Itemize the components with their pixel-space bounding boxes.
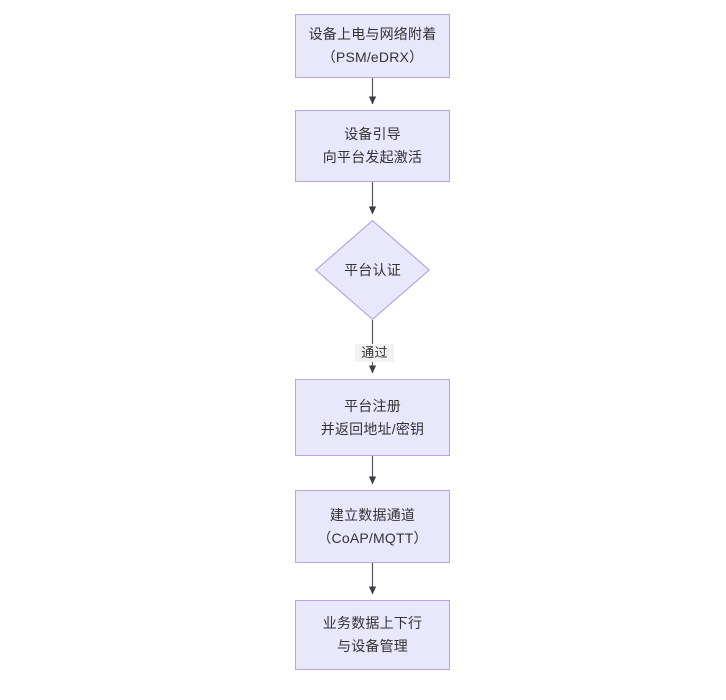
node-device-power-on[interactable]: 设备上电与网络附着 （PSM/eDRX） <box>295 14 450 78</box>
node-line: 建立数据通道 <box>329 506 416 523</box>
node-line: 平台注册 <box>344 397 401 414</box>
node-device-bootstrap[interactable]: 设备引导 向平台发起激活 <box>295 110 450 182</box>
node-line: 设备引导 <box>344 126 401 142</box>
node-line: （PSM/eDRX） <box>321 49 424 65</box>
node-data-channel[interactable]: 建立数据通道 （CoAP/MQTT） <box>295 490 450 563</box>
node-line: 平台认证 <box>344 261 401 278</box>
node-line: 与设备管理 <box>337 638 408 654</box>
node-line: 并返回地址/密钥 <box>320 420 425 437</box>
node-platform-registration[interactable]: 平台注册 并返回地址/密钥 <box>295 379 450 456</box>
edge-label-pass: 通过 <box>355 344 394 362</box>
node-business-data[interactable]: 业务数据上下行 与设备管理 <box>295 600 450 670</box>
diamond-shape <box>315 220 430 320</box>
node-line: （CoAP/MQTT） <box>317 529 428 546</box>
node-line: 向平台发起激活 <box>322 149 423 165</box>
node-line: 设备上电与网络附着 <box>308 26 437 42</box>
node-platform-authentication[interactable]: 平台认证 <box>315 220 430 320</box>
node-line: 业务数据上下行 <box>322 615 423 631</box>
